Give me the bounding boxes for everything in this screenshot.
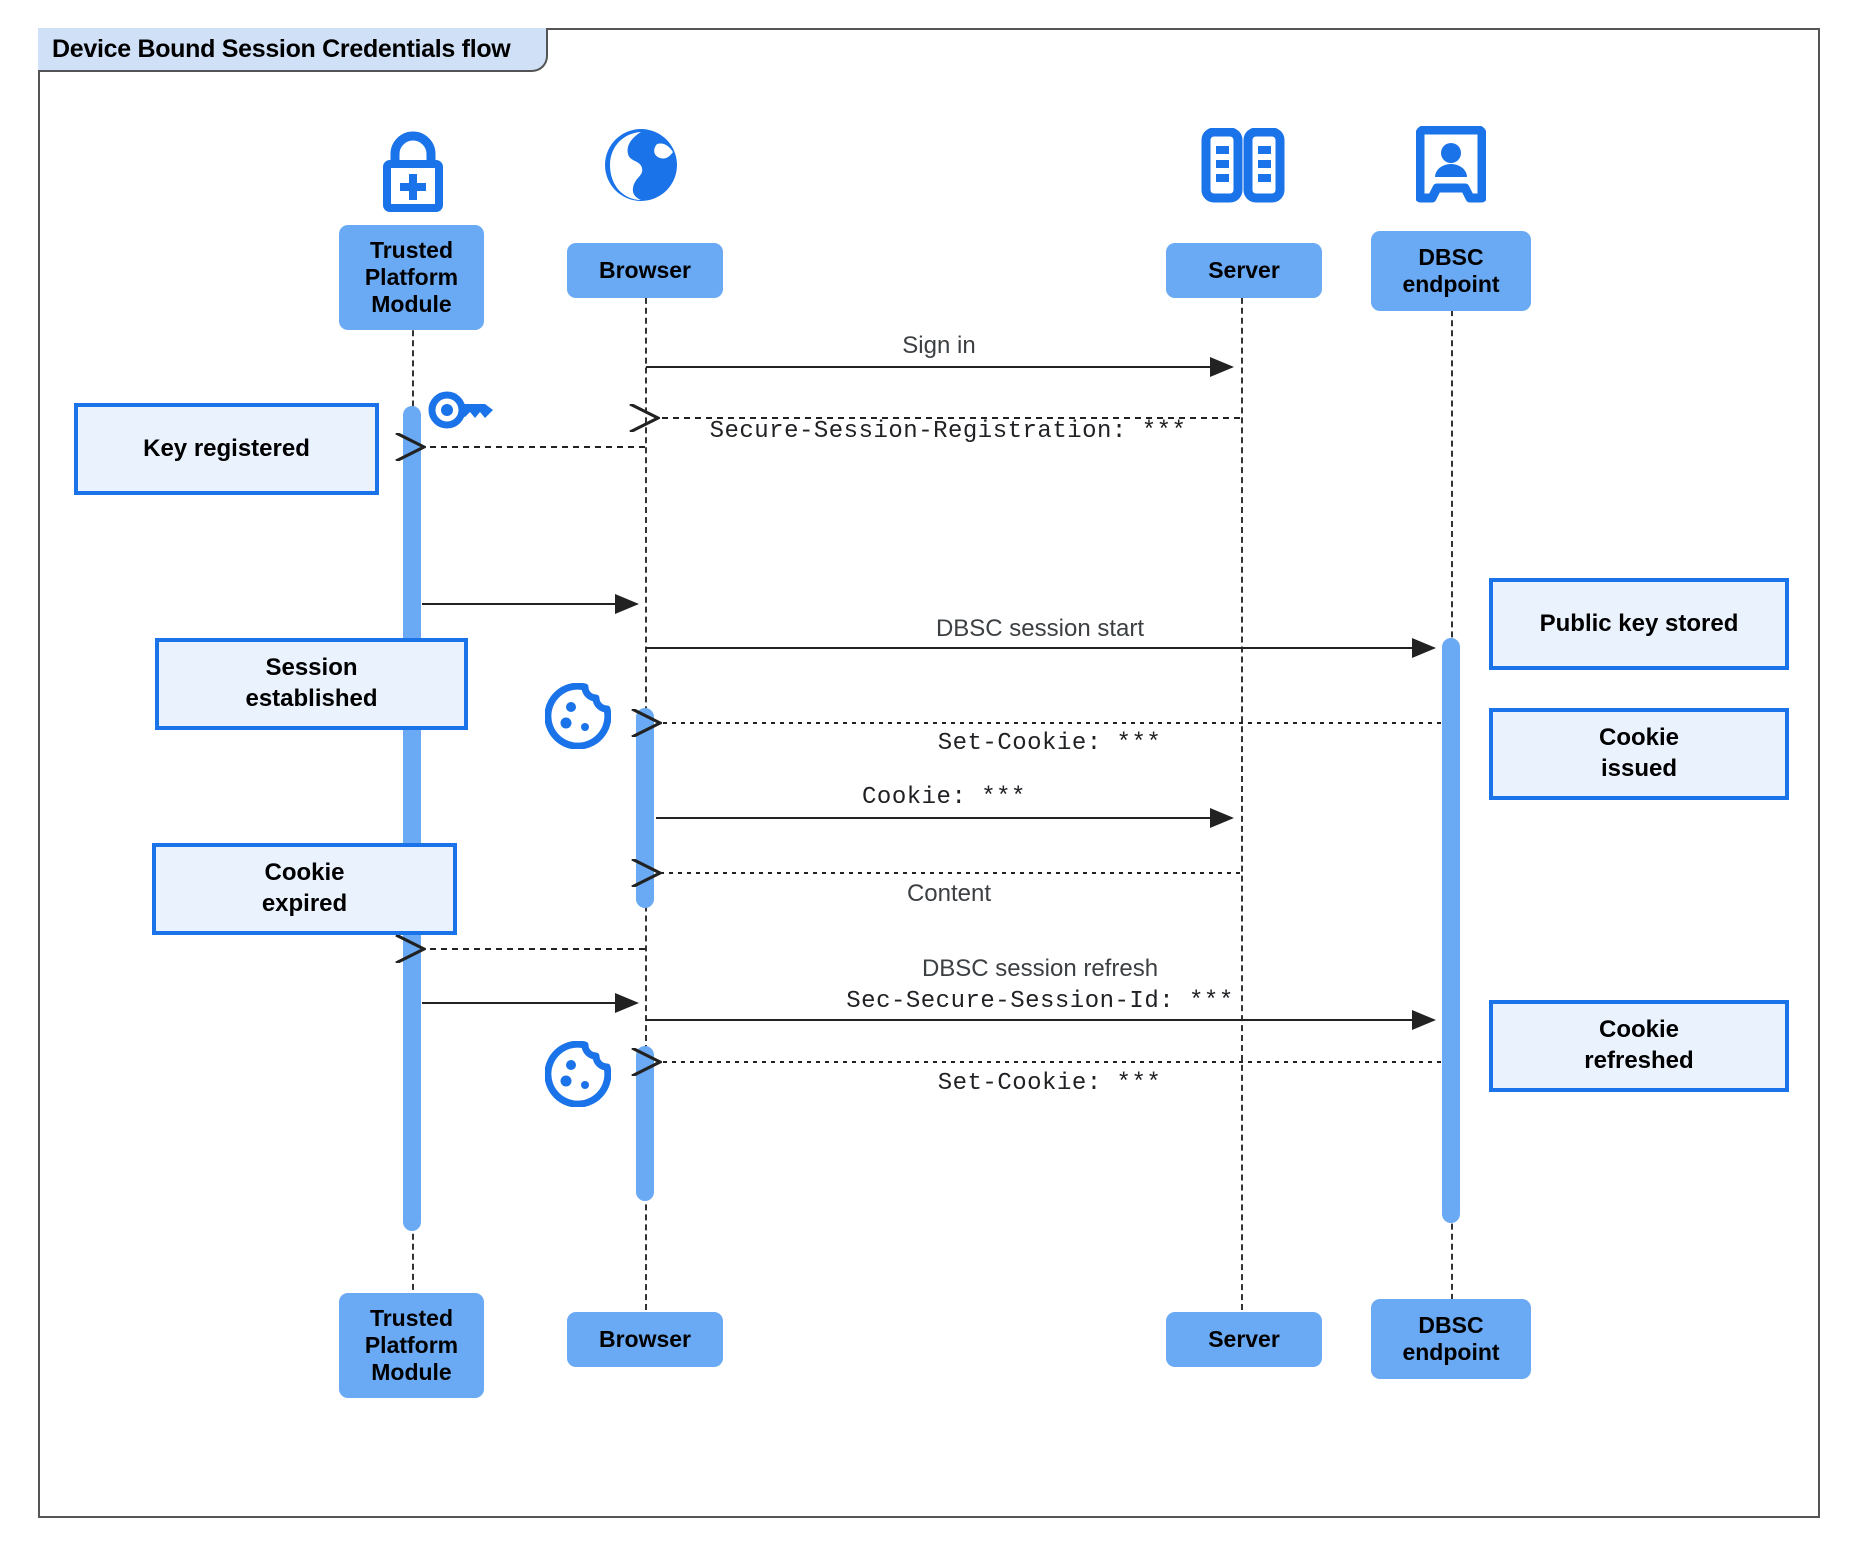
message-label-sec-secure-session-id: Sec-Secure-Session-Id: *** <box>846 988 1234 1015</box>
message-label-content: Content <box>906 880 992 907</box>
message-label-sign-in: Sign in <box>902 332 976 359</box>
server-racks-icon <box>1200 128 1286 204</box>
id-badge-icon <box>1416 126 1486 206</box>
note-text: Key registered <box>143 434 310 462</box>
note-public-key-stored: Public key stored <box>1489 578 1789 670</box>
participant-browser-bottom[interactable]: Browser <box>567 1312 723 1367</box>
participant-label: Server <box>1208 256 1280 283</box>
participant-server-bottom[interactable]: Server <box>1166 1312 1322 1367</box>
diagram-title: Device Bound Session Credentials flow <box>38 28 549 72</box>
activation-tpm <box>403 406 421 1231</box>
message-label-secure-session-registration: Secure-Session-Registration: *** <box>709 418 1187 445</box>
activation-browser-1 <box>636 708 654 908</box>
participant-server-top[interactable]: Server <box>1166 243 1322 298</box>
key-icon <box>428 385 500 435</box>
message-label-dbsc-session-refresh: DBSC session refresh <box>921 955 1159 982</box>
lock-plus-icon <box>369 128 457 212</box>
activation-browser-2 <box>636 1046 654 1201</box>
globe-icon <box>600 124 682 206</box>
cookie-icon <box>545 1041 611 1107</box>
message-label-cookie: Cookie: *** <box>862 784 1026 811</box>
message-label-set-cookie-2: Set-Cookie: *** <box>937 1070 1162 1097</box>
activation-dbsc <box>1442 638 1460 1223</box>
note-key-registered: Key registered <box>74 403 379 495</box>
participant-label: Browser <box>598 256 692 283</box>
message-label-set-cookie-1: Set-Cookie: *** <box>937 730 1162 757</box>
cookie-icon <box>545 683 611 749</box>
message-label-dbsc-session-start: DBSC session start <box>935 615 1145 642</box>
participant-browser-top[interactable]: Browser <box>567 243 723 298</box>
note-text: Public key stored <box>1539 609 1739 637</box>
participant-label: Browser <box>598 1325 692 1352</box>
lifeline-server <box>1241 248 1243 1320</box>
participant-label: Server <box>1208 1325 1280 1352</box>
